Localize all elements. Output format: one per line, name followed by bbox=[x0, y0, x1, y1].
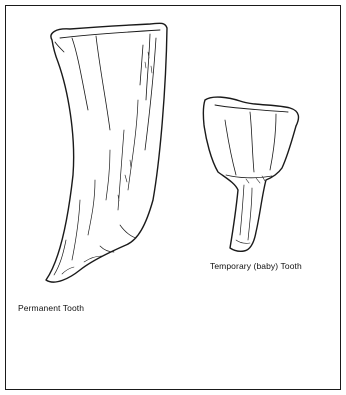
permanent-tooth-icon bbox=[46, 23, 167, 282]
permanent-tooth-label: Permanent Tooth bbox=[18, 303, 84, 313]
temporary-tooth-icon bbox=[203, 97, 298, 251]
temporary-tooth-label: Temporary (baby) Tooth bbox=[210, 261, 302, 271]
